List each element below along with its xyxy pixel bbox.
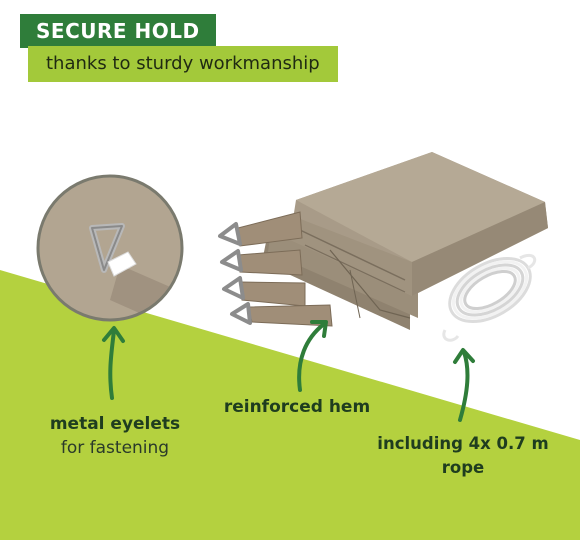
arrow-up-icon [297,320,328,392]
folded-sail-shade [262,152,548,330]
caption-title: reinforced hem [223,397,371,417]
caption-rope: including 4x 0.7 m rope [368,432,558,480]
caption-line-2: rope [441,458,485,477]
caption-detail: for fastening [60,438,170,458]
subheadline-banner: thanks to sturdy workmanship [28,46,338,82]
caption-line-1: including 4x 0.7 m [377,434,549,453]
rope-coil [442,253,537,342]
caption-metal-eyelets: metal eyelets for fastening [40,412,190,460]
headline-banner: SECURE HOLD [20,14,216,48]
eyelet-detail-circle [36,174,184,322]
caption-title: metal eyelets [49,414,181,434]
arrow-up-icon [102,326,125,400]
caption-reinforced-hem: reinforced hem [212,395,382,419]
corner-straps [218,211,333,327]
arrow-up-icon [453,348,475,422]
pointer-arrows [102,320,475,422]
